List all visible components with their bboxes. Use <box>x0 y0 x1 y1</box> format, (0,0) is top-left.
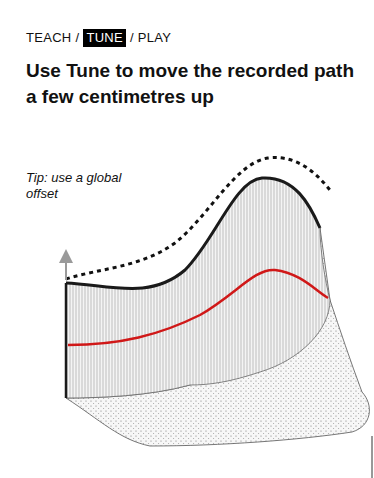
card-border <box>372 436 373 478</box>
wave-left-edge <box>65 283 68 398</box>
offset-arrow <box>65 256 67 280</box>
card-title: Use Tune to move the recorded path a few… <box>26 58 356 110</box>
wave-surface <box>66 178 330 398</box>
breadcrumb-step: / PLAY <box>130 29 171 47</box>
active-step: TUNE <box>86 29 123 47</box>
tip-note: Tip: use a global offset <box>26 170 131 202</box>
recorded-path <box>68 270 328 345</box>
breadcrumb-step: TEACH / <box>26 29 79 47</box>
active-step-box: TUNE <box>83 29 126 47</box>
